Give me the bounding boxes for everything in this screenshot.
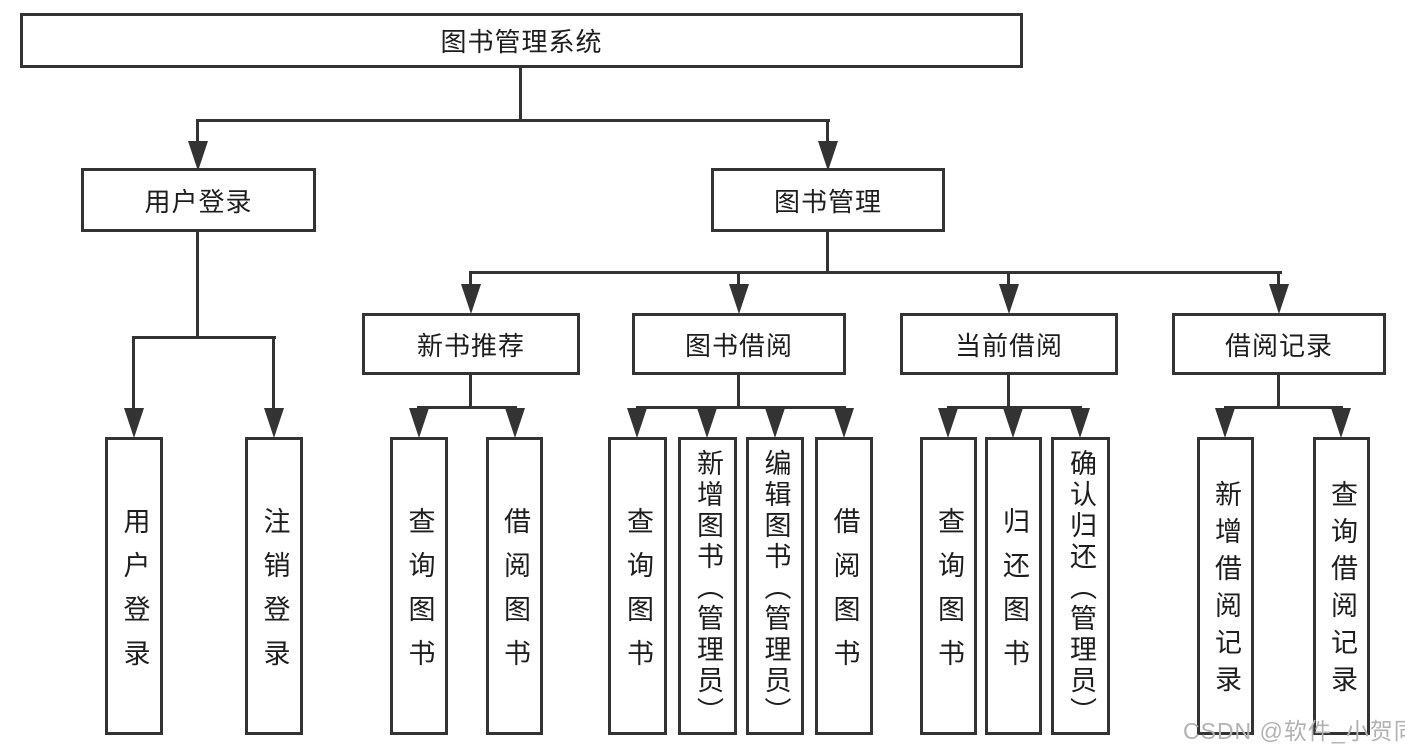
connector-line — [417, 406, 517, 409]
connector-line — [826, 119, 829, 144]
leaf-query-books-borrowing: 查询图书 — [608, 437, 667, 735]
connector-line — [469, 375, 472, 409]
arrow-down-icon — [1215, 408, 1235, 438]
node-label: 图书管理 — [773, 186, 882, 217]
leaf-borrow-books-borrowing: 借阅图书 — [815, 437, 873, 735]
connector-line — [1007, 271, 1010, 285]
node-label: 查询图书 — [623, 506, 653, 683]
arrow-down-icon — [938, 408, 958, 438]
node-label: 用户登录 — [119, 506, 150, 683]
node-label: 注销登录 — [259, 506, 290, 683]
node-label: 确认归还（管理员） — [1066, 448, 1096, 728]
node-user-login: 用户登录 — [81, 168, 316, 232]
node-book-borrowing: 图书借阅 — [632, 313, 846, 375]
arrow-down-icon — [409, 408, 429, 438]
arrow-down-icon — [1070, 408, 1090, 438]
node-label: 图书管理系统 — [440, 27, 603, 57]
connector-line — [1277, 375, 1280, 409]
connector-line — [272, 336, 275, 409]
watermark: CSDN @软件_小贺同学 — [1183, 718, 1405, 744]
connector-line — [196, 119, 830, 122]
arrow-down-icon — [124, 408, 144, 438]
leaf-query-borrow-record: 查询借阅记录 — [1313, 437, 1370, 735]
node-new-book-recommendation: 新书推荐 — [362, 313, 580, 375]
node-label: 借阅图书 — [500, 506, 530, 683]
arrow-down-icon — [264, 408, 284, 438]
connector-line — [1224, 406, 1343, 409]
node-label: 新增图书（管理员） — [693, 448, 723, 728]
connector-line — [469, 271, 1282, 274]
connector-line — [132, 336, 135, 409]
leaf-confirm-return-admin: 确认归还（管理员） — [1051, 437, 1110, 735]
connector-line — [132, 336, 276, 339]
leaf-query-books-recommend: 查询图书 — [390, 437, 448, 735]
connector-line — [737, 375, 740, 409]
connector-line — [469, 271, 472, 285]
leaf-edit-books-admin: 编辑图书（管理员） — [746, 437, 804, 735]
node-label: 归还图书 — [999, 506, 1029, 683]
node-label: 新书推荐 — [416, 330, 525, 361]
connector-line — [1277, 271, 1280, 285]
arrow-down-icon — [1003, 408, 1023, 438]
connector-line — [636, 406, 846, 409]
connector-line — [826, 232, 829, 274]
node-label: 查询图书 — [934, 506, 964, 683]
arrow-down-icon — [729, 284, 749, 314]
node-library-management-system: 图书管理系统 — [20, 13, 1023, 68]
node-label: 当前借阅 — [954, 330, 1063, 361]
arrow-down-icon — [999, 284, 1019, 314]
node-label: 新增借阅记录 — [1211, 480, 1241, 702]
arrow-down-icon — [505, 408, 525, 438]
leaf-borrow-books-recommend: 借阅图书 — [486, 437, 543, 735]
arrow-down-icon — [188, 141, 208, 171]
node-label: 图书借阅 — [684, 330, 793, 361]
node-label: 编辑图书（管理员） — [760, 448, 791, 728]
arrow-down-icon — [1269, 284, 1289, 314]
node-label: 查询图书 — [404, 506, 435, 683]
node-book-management: 图书管理 — [711, 168, 945, 232]
node-current-borrowing: 当前借阅 — [900, 313, 1118, 375]
connector-line — [1007, 375, 1010, 409]
arrow-down-icon — [1331, 408, 1351, 438]
connector-line — [947, 406, 1082, 409]
connector-line — [196, 232, 199, 336]
node-label: 借阅记录 — [1224, 330, 1333, 361]
connector-line — [737, 271, 740, 285]
leaf-user-login: 用户登录 — [105, 437, 163, 735]
node-label: 借阅图书 — [829, 506, 860, 683]
arrow-down-icon — [834, 408, 854, 438]
leaf-add-borrow-record: 新增借阅记录 — [1197, 437, 1254, 735]
connector-line — [519, 68, 522, 121]
node-label: 用户登录 — [144, 186, 253, 217]
leaf-logout: 注销登录 — [245, 437, 303, 735]
arrow-down-icon — [697, 408, 717, 438]
connector-line — [196, 119, 199, 144]
leaf-query-books-current: 查询图书 — [920, 437, 977, 735]
arrow-down-icon — [627, 408, 647, 438]
leaf-return-books: 归还图书 — [985, 437, 1042, 735]
leaf-add-books-admin: 新增图书（管理员） — [678, 437, 737, 735]
arrow-down-icon — [818, 141, 838, 171]
arrow-down-icon — [765, 408, 785, 438]
node-label: 查询借阅记录 — [1327, 480, 1357, 702]
arrow-down-icon — [461, 284, 481, 314]
node-borrowing-records: 借阅记录 — [1172, 313, 1386, 375]
